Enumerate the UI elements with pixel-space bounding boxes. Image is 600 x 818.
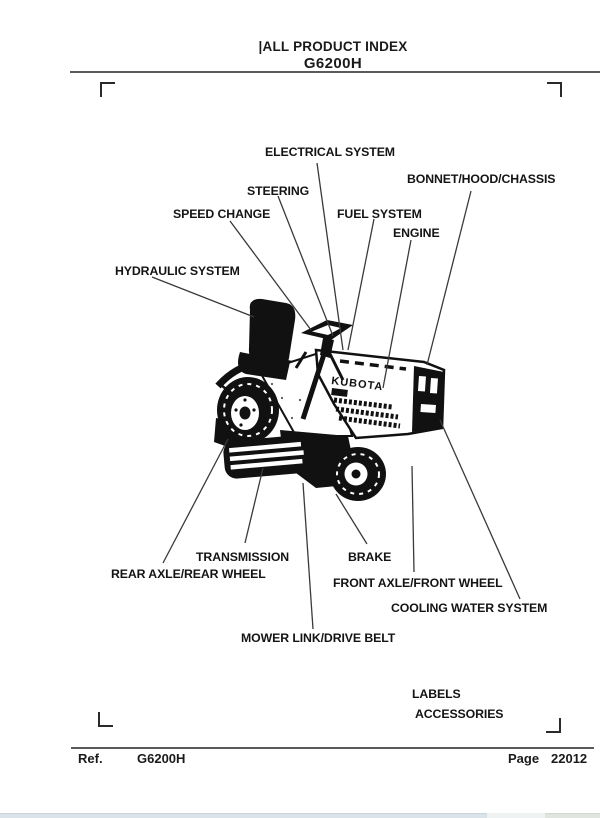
- callout-label-rear-axle-rear-wheel[interactable]: REAR AXLE/REAR WHEEL: [111, 567, 266, 581]
- callout-label-fuel-system[interactable]: FUEL SYSTEM: [337, 207, 422, 221]
- mower-deck: [223, 435, 309, 479]
- callout-label-front-axle-front-wheel[interactable]: FRONT AXLE/FRONT WHEEL: [333, 576, 503, 590]
- rear-wheel: [217, 377, 279, 443]
- corner-mark-top-left: [100, 82, 115, 97]
- seat: [238, 298, 296, 380]
- taskbar-edge-right: [545, 813, 600, 818]
- ref-label: Ref.: [78, 751, 103, 766]
- page-label: Page: [508, 751, 540, 766]
- hood: KUBOTA: [314, 348, 446, 440]
- footer-divider: [71, 747, 594, 749]
- callout-label-brake[interactable]: BRAKE: [348, 550, 392, 564]
- tractor-illustration: KUBOTA: [214, 298, 446, 501]
- page-title: |ALL PRODUCT INDEX: [258, 39, 408, 54]
- page-number: 22012: [551, 751, 588, 766]
- taskbar-edge: [0, 813, 600, 818]
- callout-label-transmission[interactable]: TRANSMISSION: [196, 550, 290, 564]
- corner-mark-bottom-right: [546, 718, 561, 733]
- front-wheel: [330, 447, 386, 501]
- callout-label-steering[interactable]: STEERING: [247, 184, 310, 198]
- ref-value: G6200H: [137, 751, 186, 766]
- header-divider: [70, 71, 600, 73]
- callout-label-engine[interactable]: ENGINE: [393, 226, 440, 240]
- callout-label-labels[interactable]: LABELS: [412, 687, 461, 701]
- callout-label-accessories[interactable]: ACCESSORIES: [415, 707, 504, 721]
- model-title: G6200H: [303, 54, 363, 72]
- callout-label-hydraulic-system[interactable]: HYDRAULIC SYSTEM: [115, 264, 240, 278]
- callout-label-bonnet-hood-chassis[interactable]: BONNET/HOOD/CHASSIS: [407, 172, 556, 186]
- corner-mark-top-right: [547, 82, 562, 97]
- callout-label-speed-change[interactable]: SPEED CHANGE: [173, 207, 271, 221]
- callout-label-electrical-system[interactable]: ELECTRICAL SYSTEM: [265, 145, 395, 159]
- front-grille: [412, 366, 444, 432]
- taskbar-edge-left: [0, 813, 487, 818]
- header-title-block: |ALL PRODUCT INDEX G6200H: [66, 39, 600, 72]
- callout-label-mower-link-drive-belt[interactable]: MOWER LINK/DRIVE BELT: [241, 631, 396, 645]
- corner-mark-bottom-left: [98, 712, 113, 727]
- callout-label-cooling-water-system[interactable]: COOLING WATER SYSTEM: [391, 601, 548, 615]
- taskbar-edge-middle: [487, 813, 545, 818]
- fender-lever: [294, 351, 308, 369]
